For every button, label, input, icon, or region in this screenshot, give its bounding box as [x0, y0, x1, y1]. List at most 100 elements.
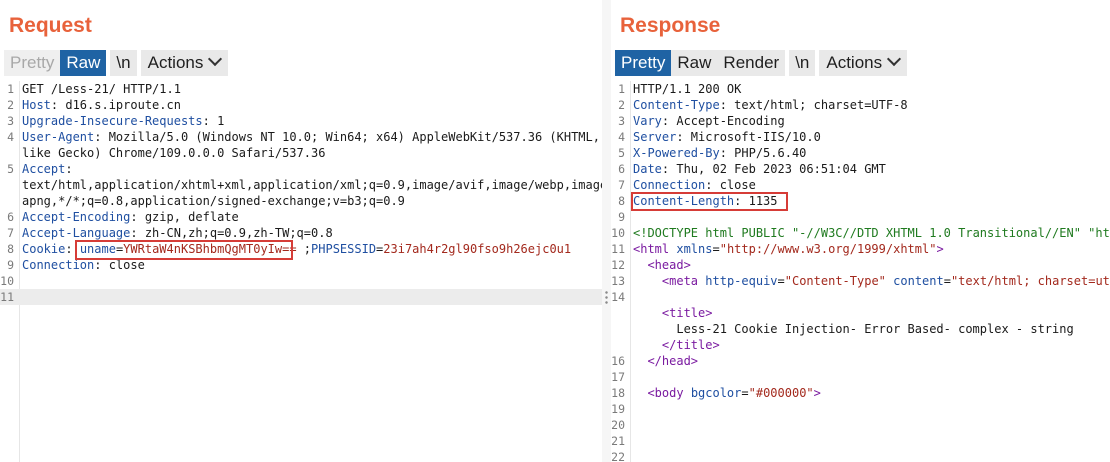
- line-number: 6: [7, 210, 14, 224]
- line-text: Connection: close: [633, 177, 756, 193]
- code-line: 22: [611, 449, 1110, 462]
- token: Less-21 Cookie Injection- Error Based- c…: [633, 322, 1074, 336]
- line-number: 1: [618, 82, 625, 96]
- response-title: Response: [620, 14, 721, 37]
- response-pretty-button[interactable]: Pretty: [615, 50, 672, 76]
- token: <html: [633, 242, 677, 256]
- token: >: [813, 386, 821, 400]
- token: <meta: [661, 274, 706, 288]
- token: :: [65, 162, 73, 176]
- line-text: GET /Less-21/ HTTP/1.1: [22, 81, 181, 97]
- response-toolbar: Pretty Raw Render \n Actions: [615, 50, 908, 76]
- code-line: 18 <body bgcolor="#000000">: [611, 385, 1110, 401]
- line-number: 19: [611, 402, 625, 416]
- line-text: Accept:: [22, 161, 73, 177]
- token: =: [376, 242, 384, 256]
- request-newline-toggle[interactable]: \n: [110, 50, 137, 76]
- request-pretty-button[interactable]: Pretty: [4, 50, 61, 76]
- token: </title>: [661, 338, 720, 352]
- response-actions-label: Actions: [826, 53, 883, 72]
- token: GET /Less-21/ HTTP/1.1: [22, 82, 181, 96]
- token: User-Agent: [22, 130, 95, 144]
- token: "Content-Type": [784, 274, 886, 288]
- code-line: <title>: [611, 305, 1110, 321]
- line-text: <meta http-equiv="Content-Type" content=…: [633, 273, 1110, 289]
- line-number: 13: [611, 274, 625, 288]
- token: : d16.s.iproute.cn: [50, 98, 181, 112]
- request-editor[interactable]: 1 GET /Less-21/ HTTP/1.1 2 Host: d16.s.ipro…: [0, 81, 602, 462]
- token: uname: [79, 242, 116, 256]
- line-number: 5: [618, 146, 625, 160]
- line-text: <head>: [633, 257, 690, 273]
- token: Server: [633, 130, 677, 144]
- panel-splitter[interactable]: [602, 0, 611, 462]
- code-line: 11<html xmlns="http://www.w3.org/1999/xh…: [611, 241, 1110, 257]
- token: xmlns: [676, 242, 713, 256]
- line-text: Date: Thu, 02 Feb 2023 06:51:04 GMT: [633, 161, 886, 177]
- token: <title>: [661, 306, 713, 320]
- line-number: 2: [7, 98, 14, 112]
- line-number: 22: [611, 450, 625, 462]
- response-render-button[interactable]: Render: [717, 50, 786, 76]
- token: Connection: [22, 258, 95, 272]
- response-newline-toggle[interactable]: \n: [789, 50, 816, 76]
- code-line: 11: [0, 289, 602, 305]
- token: Host: [22, 98, 51, 112]
- line-number: 10: [0, 274, 14, 288]
- request-view-mode-group: Pretty Raw: [4, 50, 107, 76]
- code-line: Less-21 Cookie Injection- Error Based- c…: [611, 321, 1110, 337]
- token: : text/html; charset=UTF-8: [719, 98, 908, 112]
- code-line: 10 <!DOCTYPE html PUBLIC "-//W3C//DTD XHT…: [611, 225, 1110, 241]
- token: =: [712, 242, 720, 256]
- response-actions-menu[interactable]: Actions: [819, 50, 908, 76]
- token: Accept: [22, 162, 66, 176]
- code-line: 2 Content-Type: text/html; charset=UTF-8: [611, 97, 1110, 113]
- line-number: 1: [7, 82, 14, 96]
- response-view-mode-group: Pretty Raw Render: [615, 50, 786, 76]
- line-number: 12: [611, 258, 625, 272]
- token: : close: [705, 178, 756, 192]
- line-number: 10: [611, 226, 625, 240]
- token: ;: [296, 242, 312, 256]
- token: <body: [647, 386, 691, 400]
- token: [633, 306, 662, 320]
- code-line: 10: [0, 273, 602, 289]
- line-text: Vary: Accept-Encoding: [633, 113, 785, 129]
- request-actions-menu[interactable]: Actions: [140, 50, 229, 76]
- line-text: Less-21 Cookie Injection- Error Based- c…: [633, 321, 1074, 337]
- token: content: [893, 274, 944, 288]
- token: =: [777, 274, 785, 288]
- code-line: 13 <meta http-equiv="Content-Type" conte…: [611, 273, 1110, 289]
- line-text: User-Agent: Mozilla/5.0 (Windows NT 10.0…: [22, 129, 600, 145]
- code-line: 20: [611, 417, 1110, 433]
- token: 23i7ah4r2gl90fso9h26ejc0u1: [383, 242, 572, 256]
- token: "http://www.w3.org/TR/xhtml1/DTD/xhtml1-…: [1088, 226, 1110, 240]
- line-text: Host: d16.s.iproute.cn: [22, 97, 181, 113]
- line-number: 16: [611, 354, 625, 368]
- token: [633, 354, 647, 368]
- code-line: apng,*/*;q=0.8,application/signed-exchan…: [0, 193, 602, 209]
- response-raw-button[interactable]: Raw: [671, 50, 718, 76]
- token: like Gecko) Chrome/109.0.0.0 Safari/537.…: [22, 146, 326, 160]
- line-number: 18: [611, 386, 625, 400]
- token: : PHP/5.6.40: [719, 146, 807, 160]
- token: Upgrade-Insecure-Requests: [22, 114, 203, 128]
- token: "#000000": [748, 386, 814, 400]
- line-text: <title>: [633, 305, 713, 321]
- request-raw-button[interactable]: Raw: [60, 50, 107, 76]
- line-text: <!DOCTYPE html PUBLIC "-//W3C//DTD XHTML…: [633, 225, 1110, 241]
- token: Content-Type: [633, 98, 720, 112]
- line-number: 2: [618, 98, 625, 112]
- token: Date: [633, 162, 662, 176]
